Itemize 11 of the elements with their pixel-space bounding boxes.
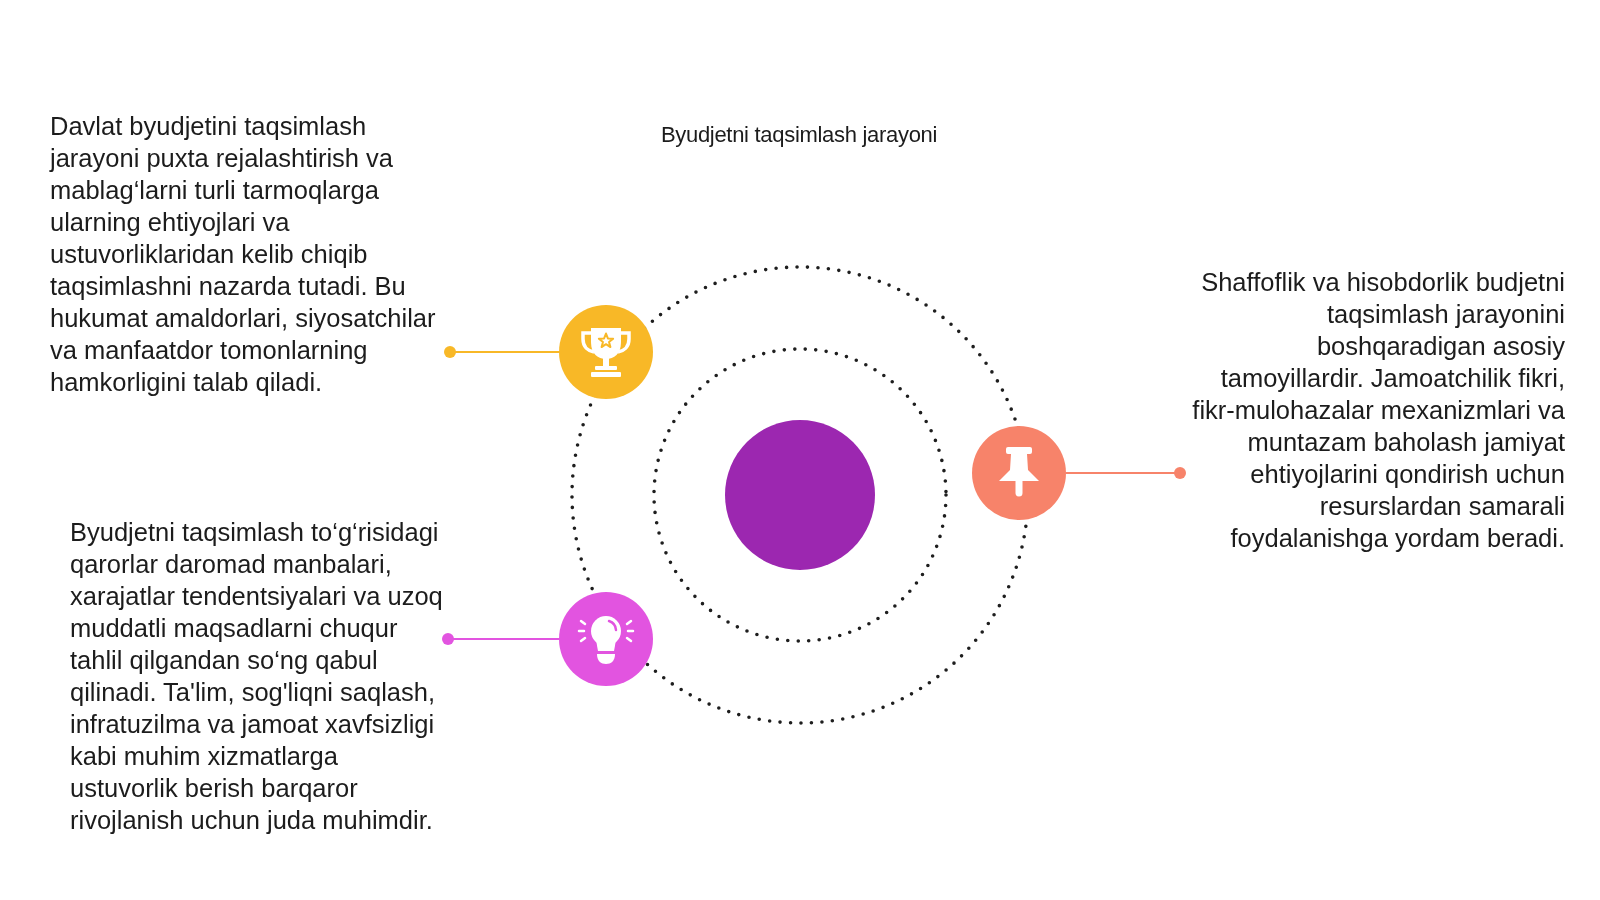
description-text: Shaffoflik va hisobdorlik budjetni taqsimlash jarayonini boshqaradigan asosiy tamoyillardir. Jamoatchilik fikri, fikr-mulohazalar mexanizmlari va muntazam baholash jamiyat ehtiyojlarini qondirish uchun resurslardan samarali foydalanishga yordam beradi. [1191, 267, 1565, 554]
leader-line [1065, 467, 1186, 479]
description-text: Davlat byudjetini taqsimlash jarayoni puxta rejalashtirish va mablag‘larni turli tarmoqlarga ularning ehtiyojlari va ustuvorliklaridan kelib chiqib taqsimlashni nazarda tutadi. Bu hukumat amaldorlari, siyosatchilar va manfaatdor tomonlarning hamkorligini talab qiladi. [50, 111, 437, 398]
trophy-icon [559, 305, 653, 399]
pushpin-icon [972, 426, 1066, 520]
lightbulb-icon [559, 592, 653, 686]
hub-circle [725, 420, 875, 570]
leader-line [444, 346, 560, 358]
description-text: Byudjetni taqsimlash to‘g‘risidagi qarorlar daromad manbalari, xarajatlar tendentsiyalari va uzoq muddatli maqsadlarni chuqur tahlil qilgandan so‘ng qabul qilinadi. Ta'lim, sog'liqni saqlash, infratuzilma va jamoat xavfsizligi kabi muhim xizmatlarga ustuvorlik berish barqaror rivojlanish uchun juda muhimdir. [70, 517, 444, 836]
diagram-title: Byudjetni taqsimlash jarayoni [660, 122, 938, 148]
leader-line [442, 633, 560, 645]
